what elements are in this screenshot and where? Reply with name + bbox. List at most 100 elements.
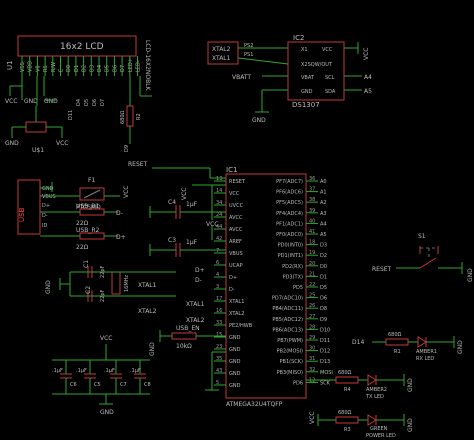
usb-pin-dminus: D- (42, 213, 48, 219)
rx-r-val: 680Ω (388, 332, 402, 338)
lcd-pin-label: D0 (66, 65, 72, 72)
pwr-led-name: GREEN (370, 426, 388, 432)
mcu-right-pin-number: 28 (309, 324, 315, 330)
lcd-pin-label: D4 (97, 65, 103, 72)
lcd-pin-label: D1 (74, 65, 80, 72)
rtc-crystal-box (207, 41, 239, 65)
lcd-pin-label: LED- (136, 60, 142, 72)
mcu-left-pin-number: 35 (216, 356, 222, 362)
mcu-left-pin-number: 44 (216, 224, 222, 230)
rx-resistor (385, 338, 409, 346)
rtc-ps1: PS1 (244, 52, 253, 58)
lcd-pin-label: V0 (35, 65, 41, 72)
rtc-block: XTAL2 XTAL1 PS2 PS1 IC2 DS1307 X1 VCC X2… (207, 34, 372, 124)
usb-dplus-net: D+ (116, 234, 126, 241)
lcd-vcc-label: VCC (5, 98, 17, 105)
avcc-vcc: VCC (206, 221, 218, 228)
pwr-gnd: GND (407, 418, 414, 432)
fuse-ref: F1 (88, 177, 95, 184)
mcu-right-pin-number: 29 (309, 335, 315, 341)
pwr-resistor (335, 416, 359, 424)
switch-reset: RESET (372, 266, 392, 273)
mcu-right-net: D11 (320, 338, 330, 344)
mcu-left-pin-number: 15 (216, 332, 222, 338)
mcu-left-pin-label: VBUS (229, 251, 243, 257)
mcu-right-net: A0 (320, 179, 327, 185)
lcd-part: LCD-16X2NOBLK (144, 40, 151, 92)
c8-val: .1μF (130, 368, 141, 374)
rtc-pin-vbat: VBAT (301, 75, 315, 81)
mcu-left-pin-number: 16 (216, 308, 222, 314)
mcu-xtal2: XTAL2 (186, 317, 205, 324)
mcu-left-pin-label: GND (229, 383, 241, 389)
c5-val: .1μF (76, 368, 87, 374)
usb-en-val: 10kΩ (176, 343, 192, 350)
c5-ref: C5 (94, 382, 101, 388)
rtc-chip (287, 41, 345, 101)
mcu-left-pin-number: 24 (216, 212, 222, 218)
mcu-right-pin-label: PF7(ADC7) (276, 179, 303, 185)
rtc-ps2: PS2 (244, 43, 253, 49)
mcu-right-net: D9 (320, 317, 327, 323)
mcu-right-net: A2 (320, 200, 327, 206)
lcd-d7: D7 (100, 99, 106, 106)
usb-connector (17, 179, 41, 235)
lcd-pin-label: VSS (20, 62, 26, 72)
pwr-vcc: VCC (309, 412, 316, 424)
c7-val: .1μF (104, 368, 115, 374)
fuse-part: PTCSMD (76, 204, 101, 211)
pot-ref: U$1 (32, 147, 44, 154)
lcd-body (17, 35, 137, 57)
mcu-right-net: D5 (320, 285, 327, 291)
mcu-right-pin-number: 31 (309, 356, 315, 362)
mcu-right-pin-number: 27 (309, 314, 315, 320)
mcu-right-pin-label: PB3(MISO) (277, 370, 303, 376)
pot-gnd-label: GND (5, 140, 19, 147)
mcu-left-pin-label: GND (229, 335, 241, 341)
c3-ref: C3 (168, 237, 176, 244)
mcu-right-pin-number: 37 (309, 187, 315, 193)
net-xtal1: XTAL1 (138, 282, 157, 289)
crystal-gnd: GND (45, 280, 52, 294)
mcu-left-pin-label: UCAP (229, 263, 243, 269)
usb-r1-val: 22Ω (76, 220, 89, 227)
rtc-a4: A4 (364, 74, 372, 81)
rtc-xtal-a: XTAL2 (212, 46, 231, 53)
rtc-pin-scl: SCL (325, 75, 335, 81)
led-d14: D14 (352, 339, 364, 346)
c2-ref: C2 (85, 286, 92, 294)
lcd-d9-label: D9 (124, 145, 130, 152)
lcd-pin-label: D7 (120, 65, 126, 72)
mcu-left-pin-number: 13 (216, 176, 222, 182)
mcu-right-pin-label: PF1(ADC1) (276, 221, 303, 227)
c4-ref: C4 (168, 199, 176, 206)
mcu-right-pin-label: PD2(RX) (282, 264, 303, 270)
mcu-right-pin-number: 36 (309, 176, 315, 182)
c4-val: 1μF (186, 201, 198, 208)
power-led (367, 414, 377, 426)
mcu-right-pin-label: PF0(ADC0) (276, 232, 303, 238)
usb-en-resistor (171, 332, 197, 340)
rtc-xtal-b: XTAL1 (212, 55, 231, 62)
lcd-ref: U1 (6, 60, 14, 70)
mcu-right-pin-label: PB1(SCK) (280, 359, 304, 365)
mcu-left-pin-label: D+ (229, 275, 237, 281)
usb-dminus-net: D- (116, 210, 123, 217)
usb-label: USB (18, 207, 26, 222)
rtc-pin-sda: SDA (325, 89, 336, 95)
c1-ref: C1 (83, 260, 90, 268)
mcu-right-net: D13 (320, 359, 330, 365)
lcd-gnd-label-2: GND (44, 98, 58, 105)
mcu-left-pin-label: XTAL2 (229, 311, 244, 317)
c2-val: 22pF (100, 289, 106, 302)
mcu-left-pin-label: AVCC (229, 215, 243, 221)
usb-r2-ref: USB_R2 (76, 227, 99, 234)
mcu-right-pin-label: PB7(PWM) (277, 338, 303, 344)
mcu-left-pin-number: 34 (216, 200, 222, 206)
c6-val: .1μF (52, 368, 63, 374)
mcu-right-pin-number: 30 (309, 346, 315, 352)
mcu-right-pin-label: PF4(ADC4) (276, 211, 303, 217)
mcu-right-net: D3 (320, 243, 327, 249)
tx-led (367, 374, 377, 386)
